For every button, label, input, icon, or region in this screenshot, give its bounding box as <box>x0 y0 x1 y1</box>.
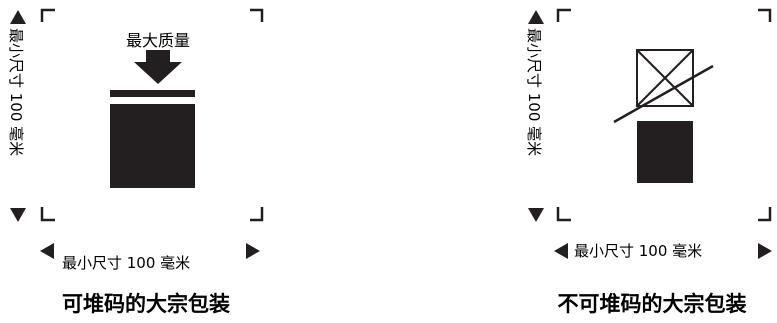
arrow-left-icon <box>40 243 54 259</box>
caption-stackable: 可堆码的大宗包装 <box>62 292 230 316</box>
arrow-left-icon <box>554 243 568 259</box>
horizontal-dimension-label: 最小尺寸 100 毫米 <box>574 242 702 260</box>
horizontal-dimension-label: 最小尺寸 100 毫米 <box>62 254 190 272</box>
arrow-down-icon <box>10 208 26 222</box>
load-bar <box>110 90 195 97</box>
crossed-box-icon <box>636 49 694 107</box>
frame-corners <box>556 8 772 222</box>
arrow-right-icon <box>246 243 260 259</box>
vertical-dimension-label: 最小尺寸 100 毫米 <box>525 28 543 156</box>
package-box <box>637 121 693 183</box>
arrow-up-icon <box>10 10 26 24</box>
prohibition-slash <box>613 64 714 124</box>
package-box <box>110 104 195 188</box>
panel-non-stackable: 最小尺寸 100 毫米 最小尺寸 100 毫米 不可堆码的大宗包装 <box>525 8 772 316</box>
frame-corners <box>40 8 264 222</box>
arrow-down-icon <box>528 208 544 222</box>
panel-stackable: 最小尺寸 100 毫米 最大质量 最小尺寸 100 毫米 可堆码的大宗包装 <box>7 8 264 316</box>
max-mass-label: 最大质量 <box>126 31 190 50</box>
arrow-up-icon <box>528 10 544 24</box>
vertical-dimension-label: 最小尺寸 100 毫米 <box>7 28 25 156</box>
arrow-right-icon <box>758 243 772 259</box>
caption-non-stackable: 不可堆码的大宗包装 <box>558 292 747 316</box>
load-arrow-icon <box>134 50 182 84</box>
